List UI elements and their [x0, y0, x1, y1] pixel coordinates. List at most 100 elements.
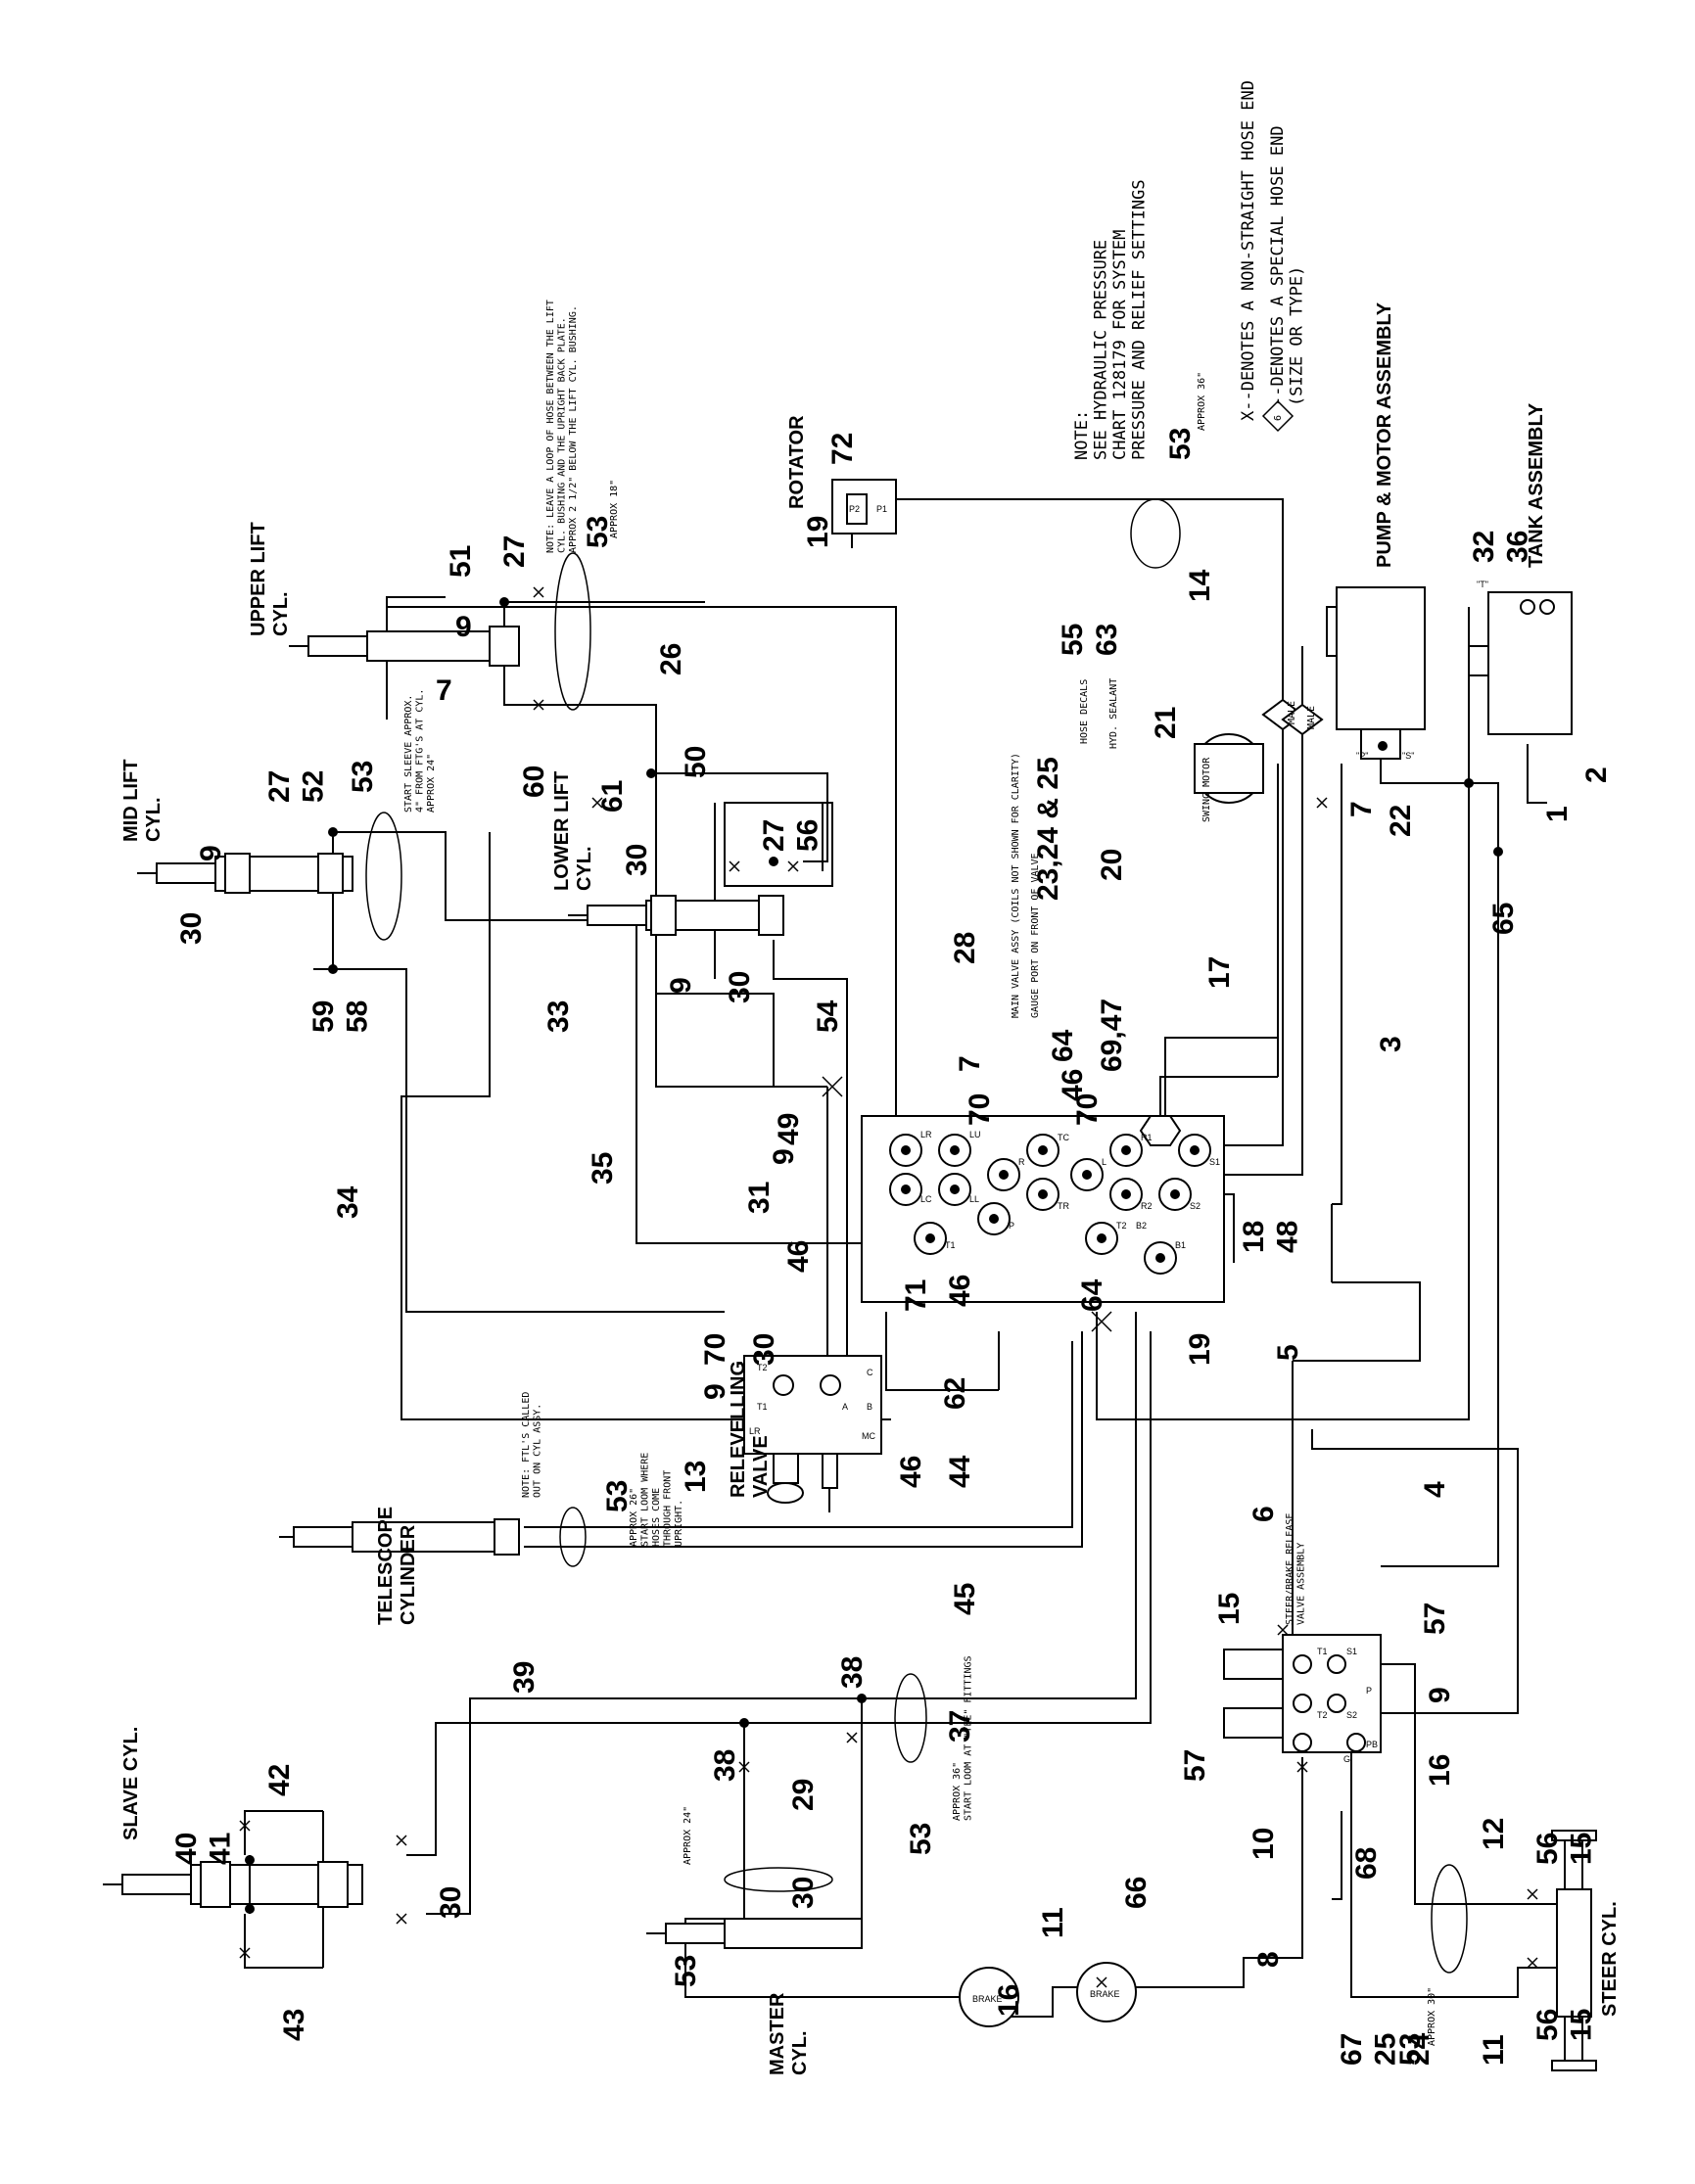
svg-text:62: 62 [939, 1377, 971, 1410]
svg-text:42: 42 [263, 1764, 296, 1796]
svg-text:1: 1 [1541, 806, 1574, 822]
svg-text:S1: S1 [1209, 1157, 1220, 1167]
svg-text:LR: LR [749, 1426, 761, 1436]
svg-text:P2: P2 [849, 504, 860, 514]
hose-3 [1332, 764, 1342, 1205]
svg-text:7: 7 [1345, 801, 1378, 817]
label-master: MASTERCYL. [767, 1992, 811, 2075]
main-valve-ports [889, 1115, 1211, 1275]
label-upper-lift: UPPER LIFTCYL. [248, 522, 292, 636]
loom-master [894, 1673, 927, 1763]
svg-text:50: 50 [680, 746, 712, 778]
svg-text:46: 46 [1057, 1069, 1089, 1101]
svg-text:4041: 4041 [170, 1833, 237, 1865]
svg-text:44: 44 [944, 1455, 976, 1488]
brake-right: BRAKE [1076, 1962, 1137, 2022]
svg-text:10: 10 [1248, 1828, 1280, 1860]
steer-brake-valve: T1 S1 T2 S2 P PB G [1223, 1634, 1382, 1764]
hose-42 [244, 1810, 323, 1855]
label-steer-brake-valve: STEER/BRAKE RELEASEVALVE ASSEMBLY [1285, 1513, 1307, 1625]
note-system-pressure: NOTE:SEE HYDRAULIC PRESSURECHART 128179 … [1072, 179, 1150, 460]
svg-text:P1: P1 [876, 504, 887, 514]
hose-lines [244, 498, 1572, 2018]
loom-mid [365, 812, 402, 941]
svg-text:7: 7 [954, 1055, 986, 1072]
svg-text:30: 30 [748, 1333, 780, 1366]
hose-68 [1332, 1811, 1342, 1900]
svg-text:69,47: 69,47 [1096, 999, 1128, 1072]
svg-text:53: 53 [670, 1955, 702, 1987]
svg-text:37: 37 [944, 1710, 976, 1743]
svg-text:70: 70 [1071, 1093, 1104, 1126]
hose-4 [1293, 1281, 1421, 1362]
svg-text:26: 26 [655, 643, 687, 675]
svg-text:21: 21 [1150, 707, 1182, 739]
hose-4b [1381, 852, 1499, 1567]
svg-text:T1: T1 [945, 1240, 956, 1250]
hose-30-lower [773, 940, 848, 1380]
svg-text:5958: 5958 [307, 1000, 374, 1033]
tank-assembly: "T" [1468, 580, 1573, 735]
svg-text:S2: S2 [1190, 1201, 1201, 1211]
svg-text:39: 39 [508, 1661, 541, 1694]
note-sleeve: START SLEEVE APPROX.4" FROM FTG'S AT CYL… [403, 689, 437, 813]
svg-text:LL: LL [969, 1194, 979, 1204]
svg-text:55: 55 [1057, 624, 1089, 656]
label-rotator: ROTATOR [786, 415, 808, 509]
svg-text:B1: B1 [1175, 1240, 1186, 1250]
note-hose-decals: HOSE DECALS [1079, 679, 1090, 744]
note-hyd-sealant: HYD. SEALANT [1108, 678, 1119, 749]
svg-text:53: 53 [905, 1823, 937, 1855]
hose-7 [503, 602, 657, 852]
hose-1 [1527, 744, 1547, 804]
hose-6 [1311, 1429, 1519, 1714]
hose-45 [524, 1331, 1083, 1548]
svg-text:14: 14 [1184, 569, 1216, 602]
svg-text:53: 53 [1164, 428, 1197, 460]
svg-text:70: 70 [699, 1333, 731, 1366]
svg-text:33: 33 [542, 1000, 575, 1033]
callout-9-upper: 9 [455, 611, 472, 643]
svg-text:"S": "S" [1402, 751, 1414, 761]
male-fittings [1261, 698, 1324, 736]
svg-text:5615: 5615 [1531, 2009, 1598, 2041]
svg-text:MC: MC [862, 1431, 875, 1441]
svg-text:T1: T1 [1317, 1647, 1328, 1656]
svg-text:43: 43 [278, 2009, 310, 2041]
svg-text:27: 27 [498, 535, 531, 568]
svg-text:9: 9 [768, 1148, 800, 1165]
svg-text:71: 71 [900, 1279, 932, 1312]
svg-text:53: 53 [582, 516, 614, 548]
hose-17 [1159, 1076, 1278, 1126]
svg-text:P: P [1009, 1221, 1014, 1231]
svg-text:2752: 2752 [263, 770, 330, 803]
svg-text:R: R [1018, 1157, 1025, 1167]
svg-text:64: 64 [1047, 1029, 1079, 1062]
hose-12 [1381, 1663, 1572, 1905]
hose-44 [524, 1341, 1073, 1528]
label-pump-motor: PUMP & MOTOR ASSEMBLY [1374, 302, 1395, 568]
svg-text:46: 46 [895, 1456, 927, 1488]
note-loop: NOTE: LEAVE A LOOP OF HOSE BETWEEN THE L… [545, 300, 579, 553]
svg-text:2756: 2756 [758, 819, 824, 852]
relevelling-valve: T2 T1 A B C MC LR [743, 1355, 882, 1512]
svg-text:BRAKE: BRAKE [1090, 1989, 1120, 1999]
svg-text:57: 57 [1179, 1749, 1211, 1782]
svg-text:P: P [1366, 1686, 1372, 1696]
svg-text:17: 17 [1203, 956, 1236, 989]
svg-text:19: 19 [1184, 1333, 1216, 1366]
hose-11 [1004, 1986, 1097, 2018]
note-approx-24: APPROX 24" [683, 1806, 693, 1865]
svg-text:19: 19 [802, 516, 834, 548]
svg-text:5: 5 [1272, 1344, 1304, 1361]
svg-text:C: C [867, 1368, 873, 1377]
hose-end-marks [239, 586, 1538, 1988]
telescope-cylinder [279, 1518, 520, 1556]
lower-lift-cylinder [568, 895, 784, 936]
hose-14b [1219, 666, 1284, 1146]
svg-text:LU: LU [969, 1130, 981, 1139]
svg-text:61: 61 [596, 780, 629, 813]
svg-text:51: 51 [445, 545, 477, 578]
swing-motor [1194, 733, 1264, 804]
